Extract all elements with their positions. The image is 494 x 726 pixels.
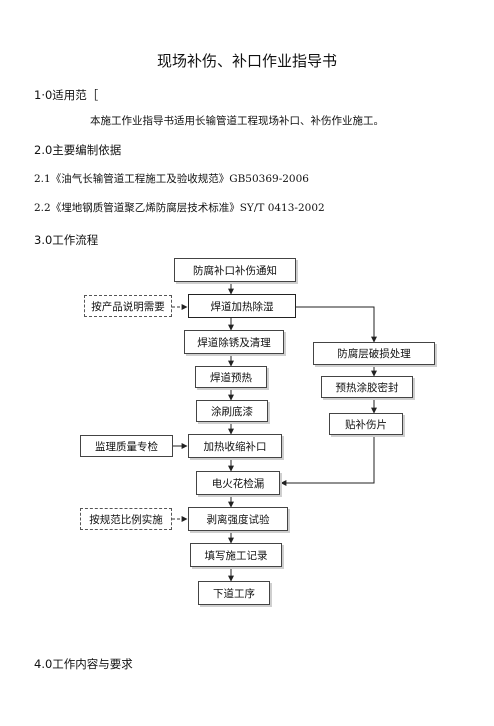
section-2-heading: 2.0主要编制依据 [34, 143, 122, 157]
arrow-patch-to-spark [280, 435, 375, 486]
page-title: 现场补伤、补口作业指导书 [156, 52, 337, 70]
box-sample-ratio: 按规范比例实施 [80, 508, 172, 530]
box-next-process: 下道工序 [198, 581, 270, 605]
box-record: 填写施工记录 [190, 543, 282, 567]
box-heat-dehumidify: 焊道加热除湿 [188, 294, 296, 318]
box-preheat-seal: 预热涂胶密封 [321, 376, 413, 398]
reference-1: 2.1《油气长输管道工程施工及验收规范》GB50369-2006 [34, 173, 309, 185]
box-damage-treatment: 防腐层破损处理 [313, 342, 435, 365]
section-3-heading: 3.0工作流程 [34, 233, 99, 247]
box-heat-shrink: 加热收缩补口 [188, 434, 282, 458]
box-primer: 涂刷底漆 [196, 400, 268, 422]
box-peel-test: 剥离强度试验 [188, 507, 288, 531]
box-product-note: 按产品说明需要 [84, 295, 172, 317]
section-1-heading: 1·0适用范［ [34, 88, 99, 102]
section-4-heading: 4.0工作内容与要求 [34, 657, 133, 671]
box-notify: 防腐补口补伤通知 [174, 258, 296, 282]
box-spark-test: 电火花检漏 [196, 471, 280, 495]
section-1-body: 本施工作业指导书适用长输管道工程现场补口、补伤作业施工。 [90, 115, 384, 127]
box-rust-clean: 焊道除锈及清理 [184, 330, 284, 354]
box-patch: 贴补伤片 [329, 413, 403, 435]
box-supervisor-check: 监理质量专检 [80, 435, 173, 457]
reference-2: 2.2《埋地钢质管道聚乙烯防腐层技术标准》SY/T 0413-2002 [34, 202, 325, 214]
box-preheat: 焊道预热 [195, 366, 267, 388]
arrow-heat-to-damage [296, 306, 377, 343]
